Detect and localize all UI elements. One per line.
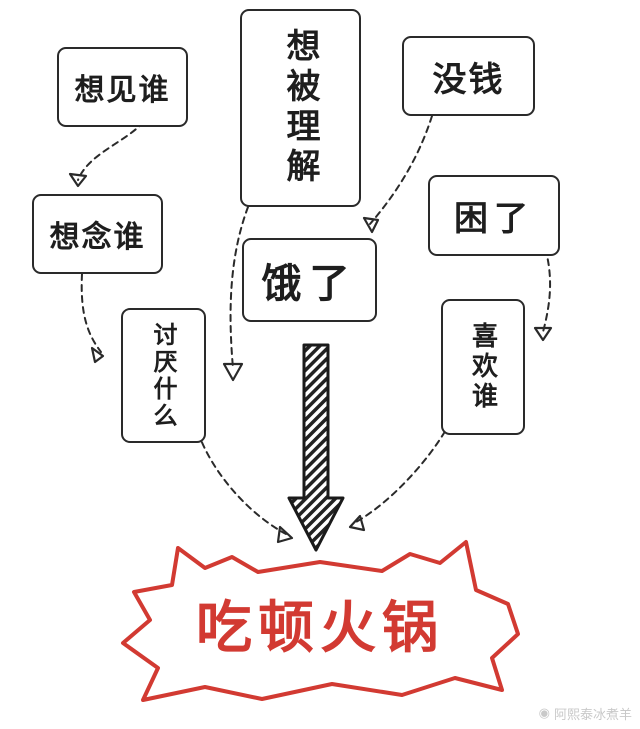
arrowhead-icon: [68, 172, 88, 188]
arrowhead-icon: [362, 216, 380, 234]
watermark-text: 阿熙泰冰煮羊: [553, 708, 632, 723]
box-mei-qian: 没钱: [402, 36, 535, 116]
box-xiangnian-shui: 想念谁: [32, 194, 163, 274]
connector-taoyan-to-arrow: [197, 431, 287, 535]
arrowhead-icon: [90, 346, 105, 364]
box-xiangjian-shui: 想见谁: [57, 47, 188, 127]
box-kun-le: 困了: [428, 175, 560, 256]
connector-xihuan-to-arrow: [355, 411, 456, 523]
connector-xiangnian-to-taoyan: [80, 273, 102, 353]
arrowhead-icon: [348, 514, 366, 532]
result-label: 吃顿火锅: [196, 595, 444, 661]
box-xiang-bei-lijie: 想被理解: [240, 9, 361, 207]
burst-shape: [121, 540, 520, 702]
watermark: ◉ 阿熙泰冰煮羊: [539, 704, 632, 723]
connector-xiangbei-to-center: [229, 206, 249, 369]
arrowhead-icon: [533, 326, 553, 342]
arrowhead-icon: [222, 362, 244, 382]
connector-meiqian-to-ele: [369, 115, 433, 225]
box-taoyan-shenme: 讨厌什么: [121, 308, 206, 443]
connector-xiangjian-to-xiangnian: [77, 112, 151, 181]
big-down-arrow-icon: [287, 343, 345, 552]
box-e-le: 饿了: [242, 238, 377, 322]
weibo-icon: ◉: [538, 706, 550, 721]
arrowhead-icon: [276, 525, 294, 544]
box-xihuan-shui: 喜欢谁: [441, 299, 525, 435]
